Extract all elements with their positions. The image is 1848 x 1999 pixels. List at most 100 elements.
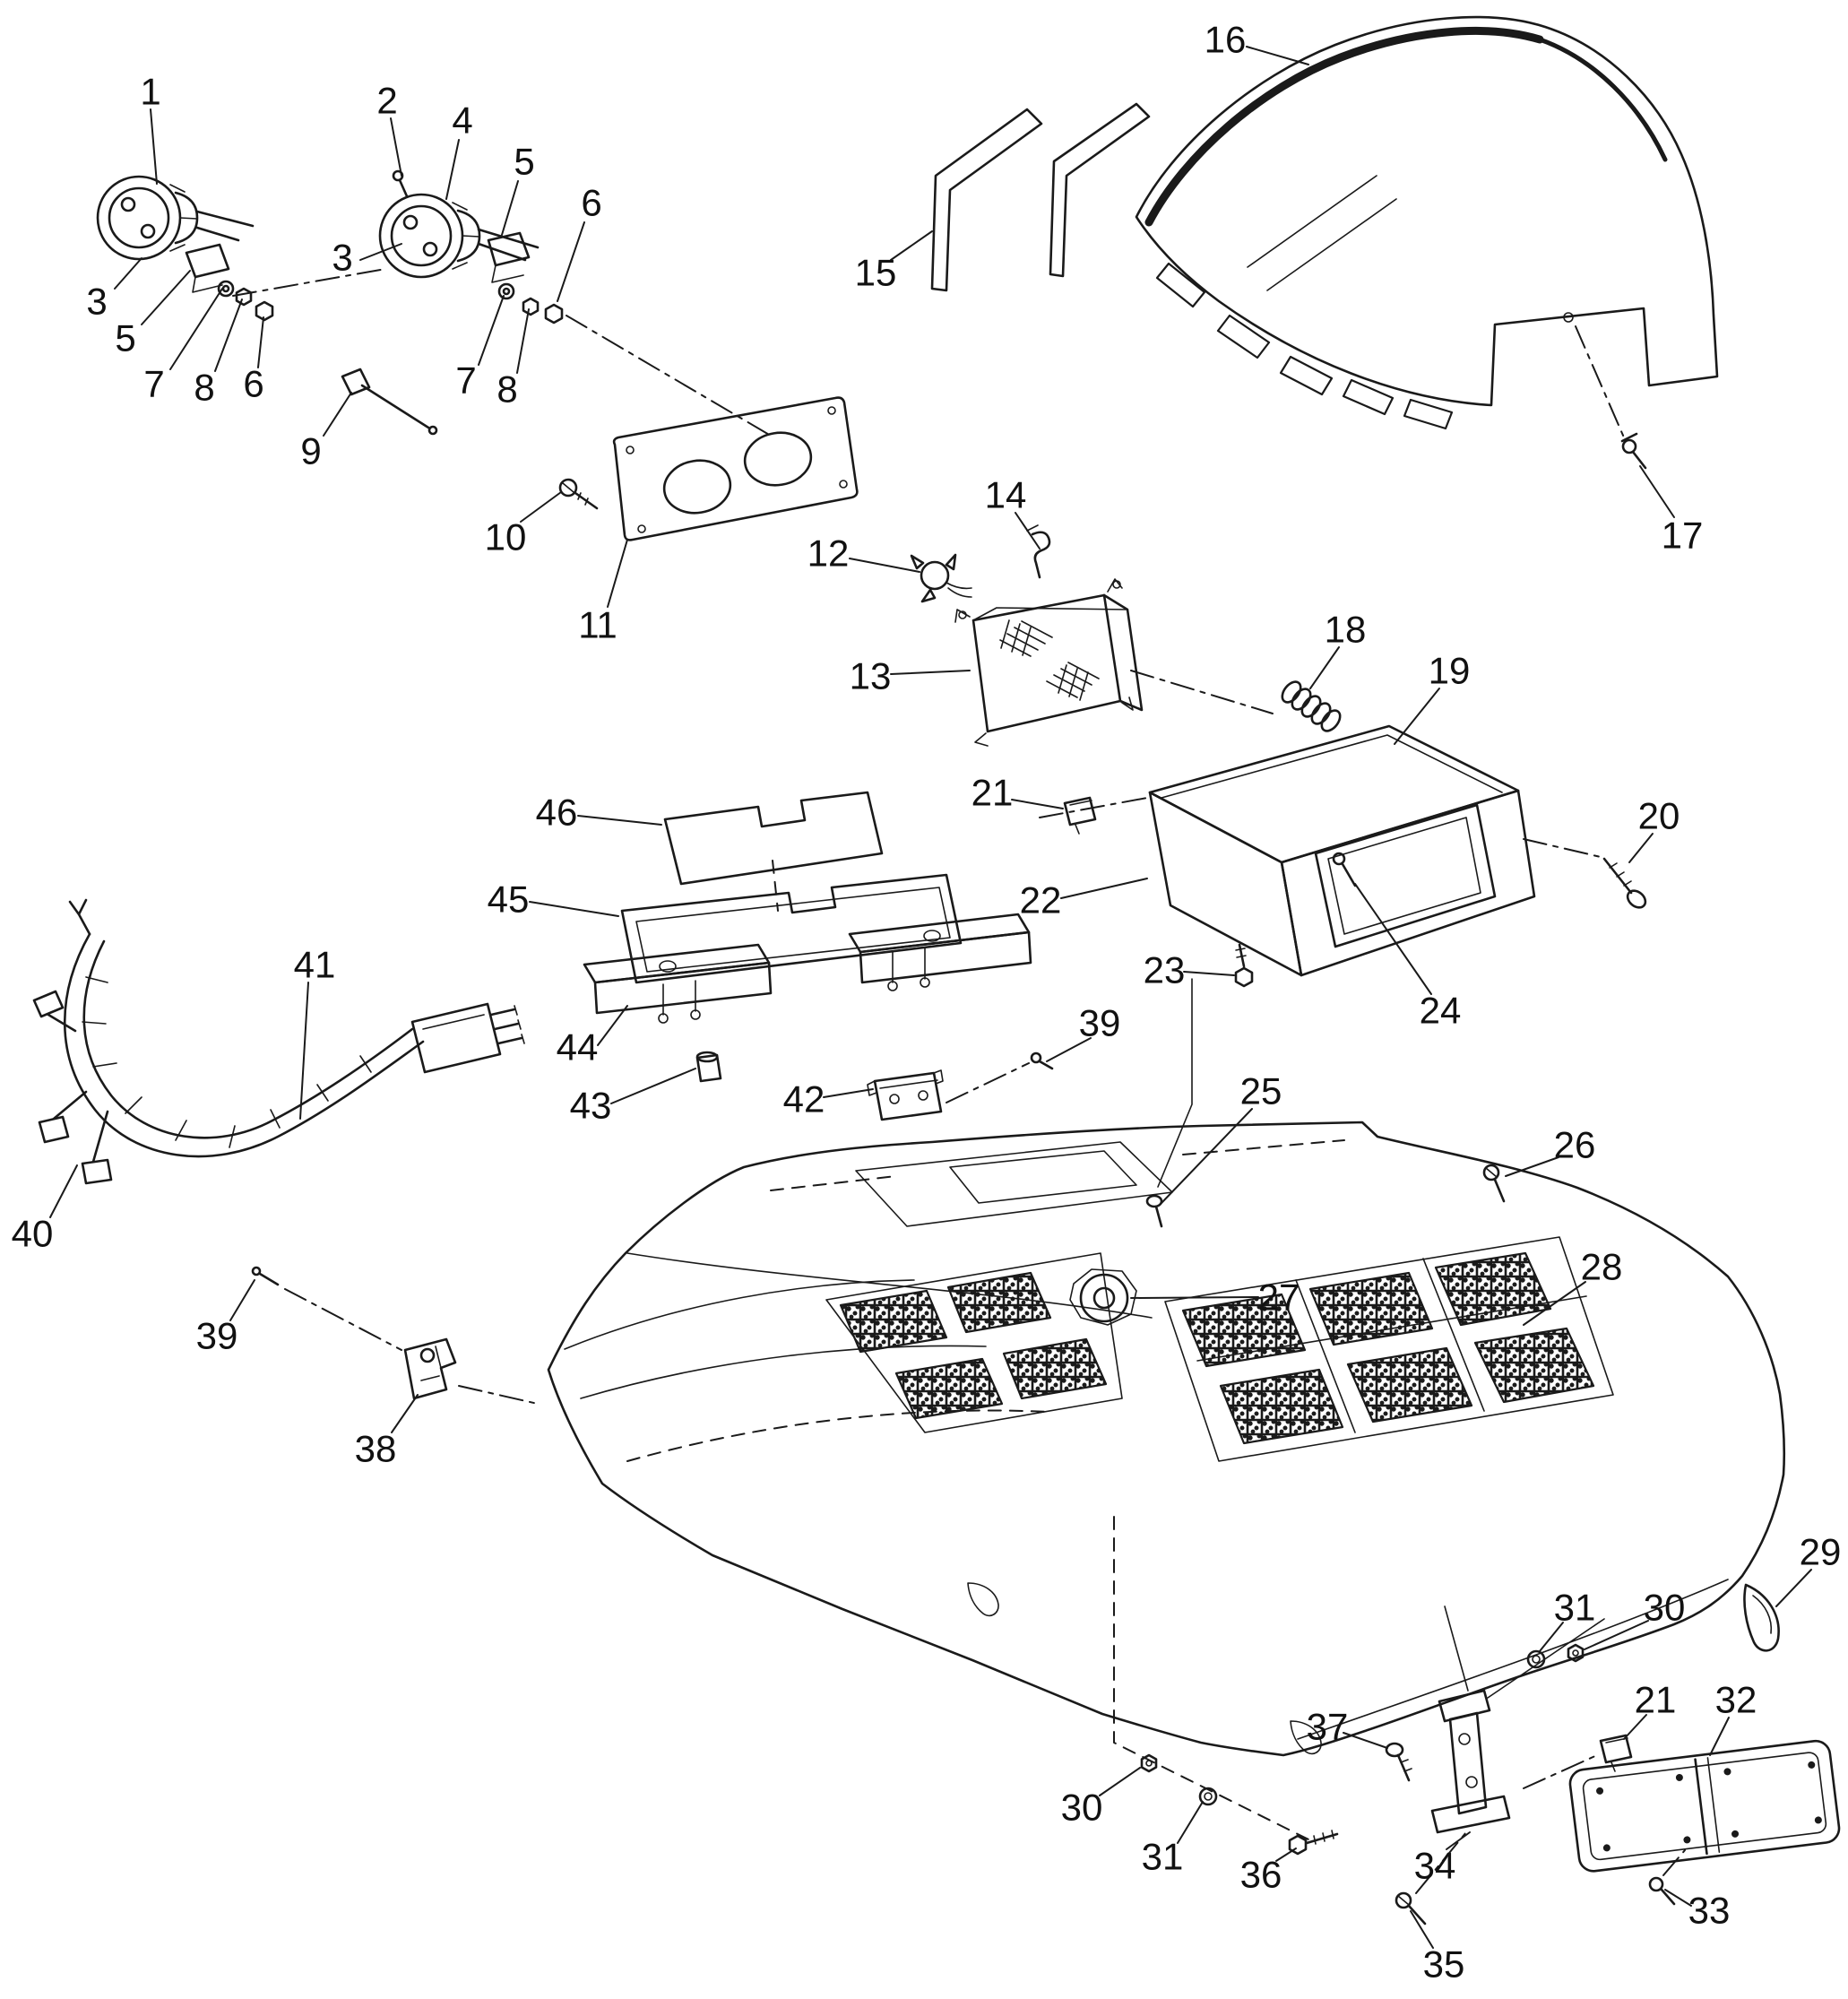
callout-31: 31 xyxy=(1554,1587,1596,1629)
callout-leader-10 xyxy=(520,491,562,523)
callout-leader-5 xyxy=(141,270,191,325)
callout-leader-3 xyxy=(359,243,402,261)
callout-6: 6 xyxy=(581,182,601,224)
callout-leader-40 xyxy=(49,1164,78,1218)
callout-25: 25 xyxy=(1240,1070,1282,1112)
callout-leader-19 xyxy=(1394,688,1440,745)
callout-21: 21 xyxy=(971,772,1014,814)
callout-12: 12 xyxy=(807,532,850,575)
bracket-38 xyxy=(403,1337,457,1400)
callout-9: 9 xyxy=(300,430,321,472)
callout-leader-37 xyxy=(1343,1732,1388,1749)
callout-leader-13 xyxy=(890,670,971,675)
callout-44: 44 xyxy=(557,1026,599,1069)
callout-29: 29 xyxy=(1800,1531,1842,1573)
callout-leader-31 xyxy=(1539,1622,1564,1652)
callout-leader-33 xyxy=(1664,1889,1692,1907)
wiring-harness xyxy=(32,898,525,1185)
callout-leader-15 xyxy=(890,230,933,261)
hood xyxy=(547,1121,1786,1840)
callout-46: 46 xyxy=(536,792,578,834)
callout-3: 3 xyxy=(332,237,352,279)
taillight xyxy=(1568,1739,1841,1873)
instrument-panel-plate xyxy=(612,396,859,541)
callout-leader-31 xyxy=(1177,1801,1204,1844)
callout-27: 27 xyxy=(1258,1276,1300,1319)
callout-leader-14 xyxy=(1015,512,1041,550)
callout-leader-6 xyxy=(257,316,264,368)
gauge-assembly-left xyxy=(96,175,386,322)
mounting-plate xyxy=(620,873,963,1024)
callout-leader-34 xyxy=(1446,1831,1471,1850)
callout-31: 31 xyxy=(1142,1836,1184,1878)
callout-leader-44 xyxy=(597,1005,628,1046)
callout-8: 8 xyxy=(194,367,214,409)
rivet-39-center xyxy=(946,1051,1054,1103)
callout-42: 42 xyxy=(783,1078,825,1121)
clip-21-top xyxy=(1063,796,1097,835)
callout-5: 5 xyxy=(115,317,135,359)
callout-leader-43 xyxy=(610,1068,696,1104)
bracket-34 xyxy=(1430,1605,1511,1834)
callout-24: 24 xyxy=(1420,990,1462,1032)
callout-leader-8 xyxy=(516,308,530,374)
callout-leader-11 xyxy=(607,539,628,608)
callout-30: 30 xyxy=(1644,1587,1686,1629)
callout-leader-24 xyxy=(1354,883,1432,995)
screw-37 xyxy=(1385,1742,1412,1782)
callout-38: 38 xyxy=(355,1428,397,1470)
callout-leader-17 xyxy=(1639,465,1675,518)
callout-2: 2 xyxy=(376,80,397,122)
clip-21-bottom xyxy=(1523,1734,1633,1789)
callout-leader-25 xyxy=(1161,1108,1253,1204)
callout-7: 7 xyxy=(455,359,476,402)
callout-4: 4 xyxy=(452,100,472,142)
callout-22: 22 xyxy=(1020,879,1062,922)
rivet-39-left xyxy=(251,1266,539,1405)
callout-leader-7 xyxy=(478,295,505,366)
callout-13: 13 xyxy=(850,655,892,697)
callout-32: 32 xyxy=(1715,1679,1757,1721)
headlight-pod xyxy=(1039,724,1602,1188)
callout-leader-7 xyxy=(169,288,223,370)
callout-15: 15 xyxy=(855,252,897,294)
hood-strap xyxy=(1743,1583,1780,1652)
callout-leader-30 xyxy=(1584,1620,1649,1650)
callout-leader-1 xyxy=(150,108,158,185)
callout-3: 3 xyxy=(86,281,107,323)
bolt-36 xyxy=(1288,1830,1339,1856)
callout-leader-2 xyxy=(390,117,402,177)
callout-leader-20 xyxy=(1628,833,1654,863)
callout-leader-41 xyxy=(299,982,309,1120)
screw-35 xyxy=(1395,1831,1467,1925)
callout-leader-39 xyxy=(229,1279,255,1321)
headlight-housing xyxy=(954,578,1274,747)
callout-leader-30 xyxy=(1099,1767,1141,1796)
callout-leader-21 xyxy=(1623,1714,1647,1740)
callout-35: 35 xyxy=(1423,1943,1465,1986)
callout-leader-36 xyxy=(1275,1848,1297,1862)
mounting-bars xyxy=(583,913,1032,1015)
fastener-pair-left xyxy=(1140,1753,1218,1806)
callout-leader-4 xyxy=(445,139,460,200)
callout-leader-28 xyxy=(1523,1281,1586,1326)
trim-strips xyxy=(930,102,1151,292)
callout-18: 18 xyxy=(1325,609,1367,651)
screw-10 xyxy=(558,478,599,510)
screw-20 xyxy=(1602,857,1647,909)
callout-5: 5 xyxy=(514,141,534,183)
callout-leader-6 xyxy=(557,221,585,302)
callout-1: 1 xyxy=(140,71,160,113)
callout-6: 6 xyxy=(243,363,263,405)
bolt-23 xyxy=(1234,943,1254,988)
gauge-assembly-right xyxy=(378,169,772,437)
callout-leader-5 xyxy=(501,180,519,236)
callout-11: 11 xyxy=(578,604,617,646)
callout-leader-35 xyxy=(1410,1910,1434,1949)
callout-leader-32 xyxy=(1709,1717,1730,1756)
callout-21: 21 xyxy=(1635,1679,1677,1721)
callout-leader-22 xyxy=(1060,878,1148,899)
callout-leader-12 xyxy=(849,558,920,573)
callout-28: 28 xyxy=(1581,1246,1623,1288)
